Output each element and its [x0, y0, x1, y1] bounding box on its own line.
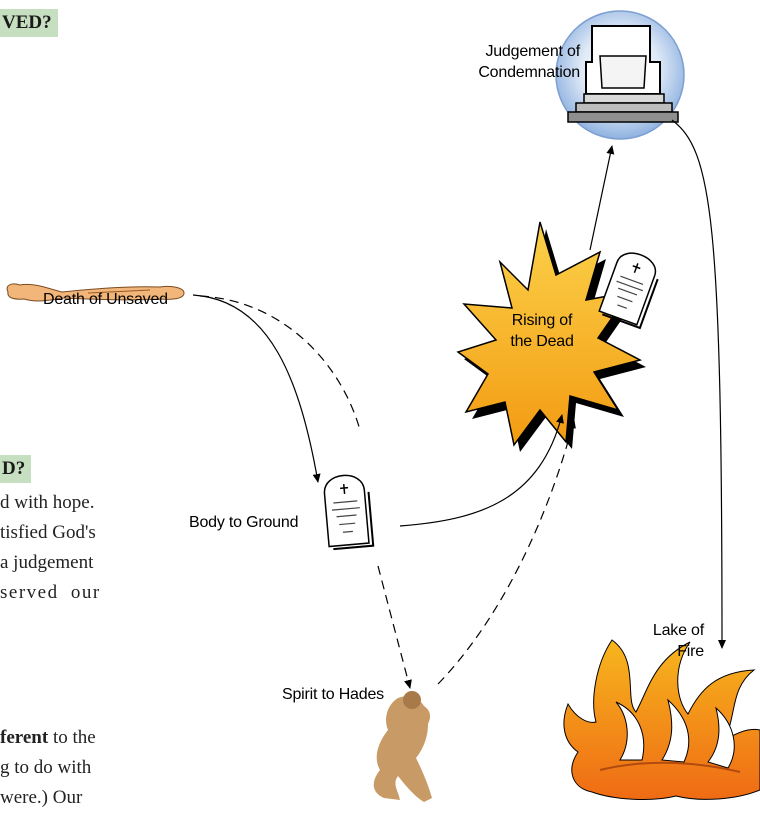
paragraph-line: a judgement [0, 552, 94, 573]
dead-body-icon [6, 283, 185, 302]
label-judgement: Judgement of Condemnation [478, 43, 580, 81]
arrow-body-to-rising [399, 414, 564, 527]
paragraph-line: ferent to the [0, 727, 96, 748]
label-lake-of-fire: Lake of Fire [652, 622, 704, 660]
arrow-death-to-body-dashed [199, 295, 361, 431]
section-heading-top: VED? [0, 9, 58, 37]
arrow-death-to-body [192, 294, 321, 483]
label-spirit-to-hades: Spirit to Hades [282, 686, 384, 703]
paragraph-line: tisfied God's [0, 522, 96, 543]
arrow-rising-to-judgement [589, 145, 615, 251]
arrow-spirit-to-rising [437, 419, 576, 685]
fire-icon [563, 639, 760, 800]
paragraph-line: served our [0, 582, 101, 603]
paragraph-line: g to do with [0, 757, 92, 778]
flow-arrows [192, 119, 726, 689]
tombstone-icon [323, 474, 375, 551]
label-death-of-unsaved: Death of Unsaved [43, 291, 168, 308]
crouching-spirit-icon [373, 691, 432, 802]
paragraph-line: d with hope. [0, 492, 95, 513]
tombstone-rising-icon [598, 252, 659, 330]
emphasis-text: ferent [0, 727, 49, 748]
arrow-judgement-to-lake [671, 119, 726, 649]
label-rising-of-the-dead: Rising of the Dead [510, 312, 574, 350]
throne-icon [555, 10, 685, 140]
label-body-to-ground: Body to Ground [189, 514, 299, 531]
section-heading-middle: D? [0, 455, 32, 483]
arrow-body-to-spirit [377, 565, 412, 689]
